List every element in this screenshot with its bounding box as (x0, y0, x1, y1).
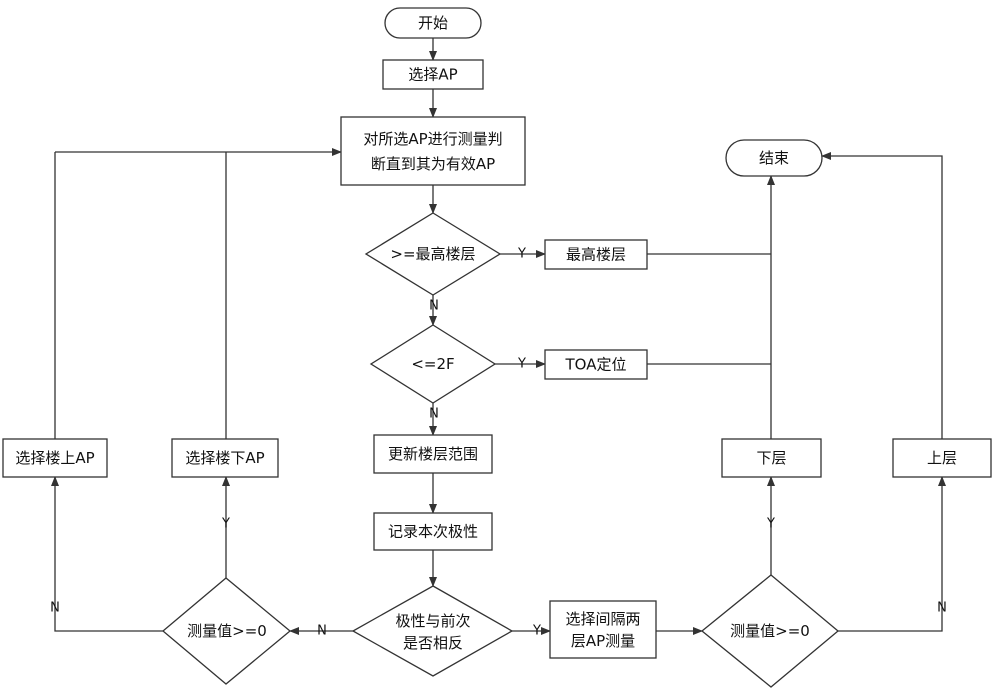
measure-label-line2: 断直到其为有效AP (371, 155, 495, 173)
update-range-box (373, 434, 493, 474)
edge-label-top-no: N (429, 299, 439, 314)
update-range-label: 更新楼层范围 (388, 445, 478, 463)
lower-floor-label: 下层 (756, 449, 786, 467)
check-2f-label: <=2F (411, 355, 454, 373)
record-polarity-box (373, 512, 493, 551)
edge-label-2f-yes: Y (517, 357, 526, 372)
select-lower-box (171, 438, 279, 478)
measure-box (340, 116, 526, 186)
check-top-diamond (364, 212, 502, 296)
end-terminal (725, 139, 823, 177)
select-ap-box (382, 59, 484, 90)
edge-label-right-no: N (937, 601, 947, 616)
end-label: 结束 (759, 149, 789, 167)
select-ap-label: 选择AP (408, 66, 457, 84)
check-top-label: >=最高楼层 (390, 245, 475, 263)
polarity-label-line1: 极性与前次 (395, 612, 470, 630)
select-lower-label: 选择楼下AP (185, 449, 264, 467)
select-upper-box (2, 438, 108, 478)
select-two-box (549, 600, 657, 659)
measure-left-label: 测量值>=0 (187, 622, 267, 640)
top-floor-box (544, 239, 648, 270)
toa-label: TOA定位 (565, 356, 627, 374)
record-polarity-label: 记录本次极性 (388, 523, 478, 541)
edge-label-left-no: N (50, 601, 60, 616)
start-terminal (384, 7, 482, 39)
edge-label-left-yes: Y (221, 517, 230, 532)
edge-right-measure-no (838, 476, 946, 632)
select-upper-label: 选择楼上AP (15, 449, 94, 467)
measure-left-diamond (161, 577, 292, 685)
edge-label-polarity-no: N (317, 624, 327, 639)
polarity-diamond (351, 585, 514, 677)
polarity-label-line2: 是否相反 (403, 634, 463, 652)
measure-label-line1: 对所选AP进行测量判 (363, 130, 502, 148)
select-two-label-line2: 层AP测量 (571, 632, 635, 650)
upper-floor-box (892, 438, 992, 478)
edge-left-measure-no (51, 476, 163, 632)
check-2f-diamond (369, 324, 497, 404)
toa-box (544, 349, 648, 380)
edge-label-right-yes: Y (766, 517, 775, 532)
edge-upper-floor-to-end (821, 152, 943, 439)
select-two-label-line1: 选择间隔两 (565, 610, 640, 628)
lower-floor-box (721, 438, 822, 478)
edge-label-top-yes: Y (517, 247, 526, 262)
measure-right-diamond (700, 574, 840, 688)
edge-label-2f-no: N (429, 407, 439, 422)
top-floor-label: 最高楼层 (566, 246, 626, 264)
edge-label-polarity-yes: Y (532, 624, 541, 639)
upper-floor-label: 上层 (927, 449, 957, 467)
start-label: 开始 (418, 14, 448, 32)
measure-right-label: 测量值>=0 (730, 622, 810, 640)
